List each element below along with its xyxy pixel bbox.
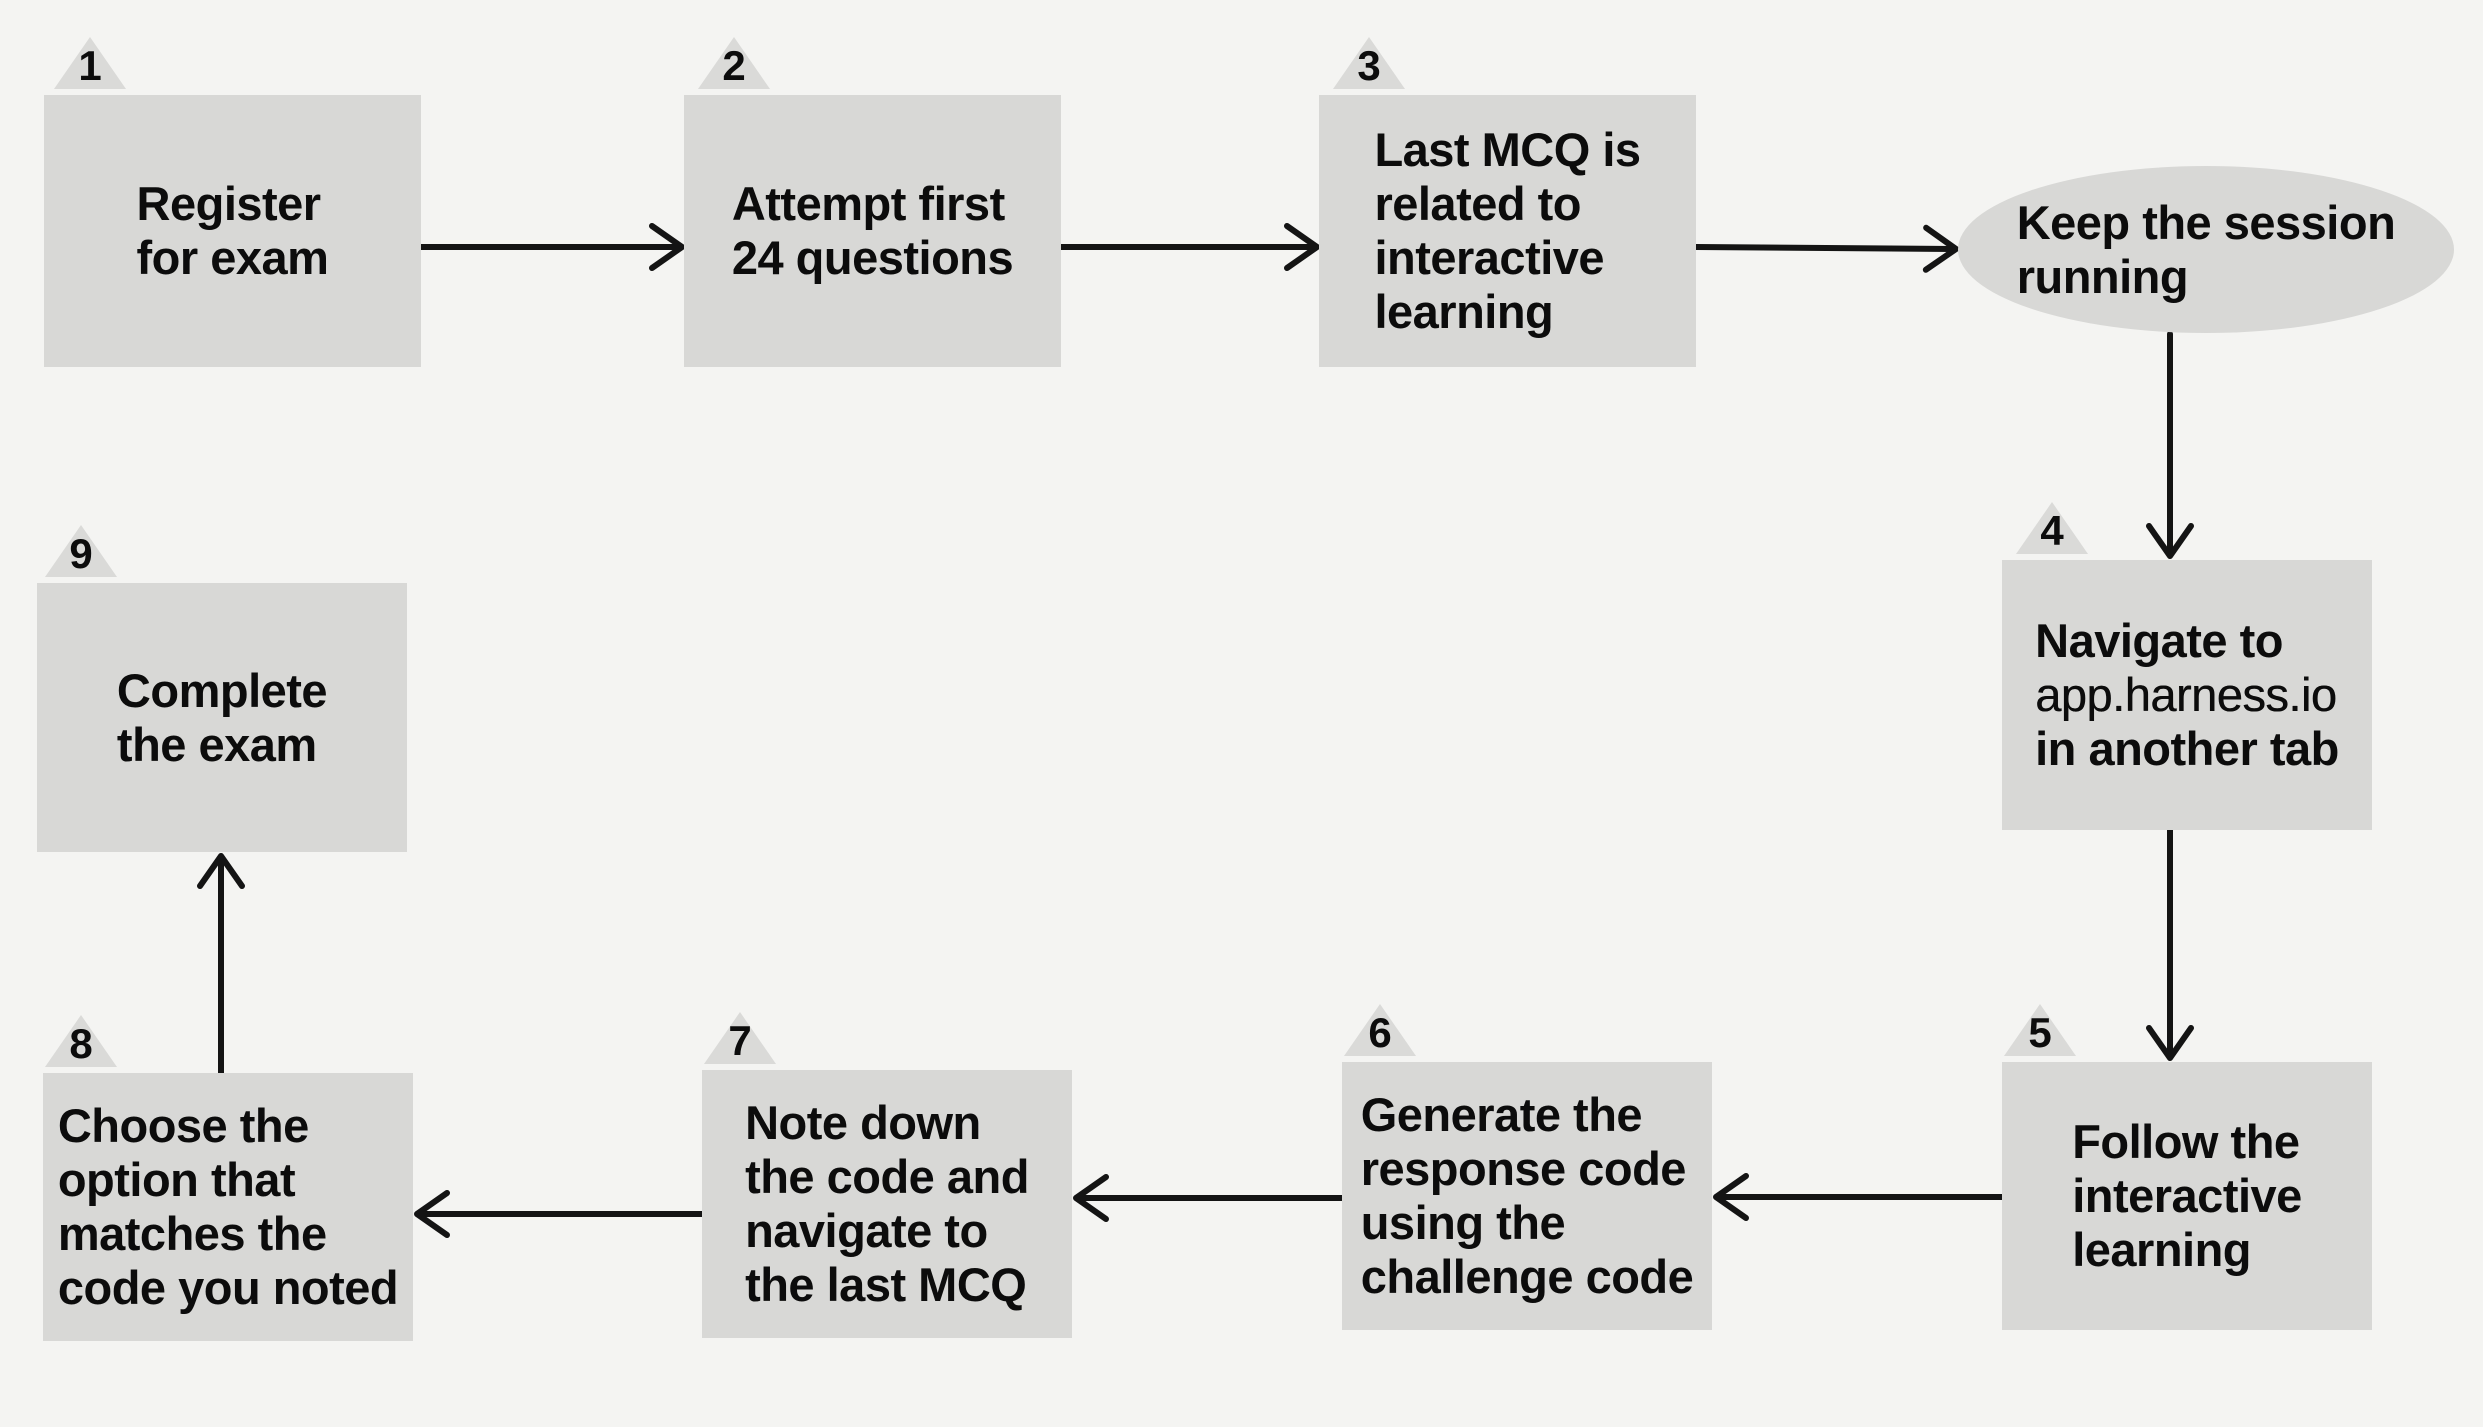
step-7-line: navigate to xyxy=(745,1204,988,1257)
step-7-line: the last MCQ xyxy=(745,1258,1027,1311)
step-1-line: for exam xyxy=(136,231,329,284)
step-4-line: app.harness.io xyxy=(2035,668,2337,721)
step-6-number-badge: 6 xyxy=(1344,1004,1416,1056)
step-2-number-badge: 2 xyxy=(698,37,770,89)
step-5-line: learning xyxy=(2072,1223,2252,1276)
keep-session-line: running xyxy=(2016,249,2189,303)
step-3-number-badge: 3 xyxy=(1333,37,1405,89)
step-5-number-badge: 5 xyxy=(2004,1004,2076,1056)
step-2-number: 2 xyxy=(722,42,746,89)
step-3-line: learning xyxy=(1374,285,1554,338)
flow-arrow xyxy=(418,223,685,271)
step-6-number: 6 xyxy=(1368,1009,1392,1056)
step-9-number-badge: 9 xyxy=(45,525,117,577)
step-9-number: 9 xyxy=(69,530,93,577)
step-1-number: 1 xyxy=(78,42,102,89)
step-9-line: Complete xyxy=(116,663,328,717)
step-8-line: matches the xyxy=(57,1207,327,1260)
step-6-line: using the xyxy=(1360,1196,1566,1249)
keep-session-line: Keep the session xyxy=(2016,195,2396,249)
step-5-line: Follow the xyxy=(2072,1115,2300,1168)
step-3-line: Last MCQ is xyxy=(1374,123,1641,176)
step-7-line: the code and xyxy=(745,1150,1029,1203)
step-9-line: the exam xyxy=(116,717,317,771)
flow-arrow xyxy=(1693,224,1959,273)
step-3-line: related to xyxy=(1374,177,1581,230)
flow-arrow xyxy=(197,853,245,1076)
flow-arrow xyxy=(414,1190,705,1238)
step-6-line: response code xyxy=(1360,1142,1687,1195)
step-6-line: Generate the xyxy=(1360,1088,1643,1141)
step-4-line: Navigate to xyxy=(2035,614,2283,667)
step-2-line: 24 questions xyxy=(731,231,1014,284)
step-3-number: 3 xyxy=(1357,42,1381,89)
step-8-line: code you noted xyxy=(57,1261,399,1314)
step-1-line: Register xyxy=(136,177,322,230)
step-8-number: 8 xyxy=(69,1020,93,1067)
step-5-number: 5 xyxy=(2028,1009,2052,1056)
step-7-line: Note down xyxy=(745,1096,981,1149)
flow-arrow xyxy=(2146,331,2194,559)
step-2-line: Attempt first xyxy=(731,177,1005,230)
flow-arrow xyxy=(1713,1173,2005,1221)
step-7-number-badge: 7 xyxy=(704,1012,776,1064)
step-7-number: 7 xyxy=(728,1017,752,1064)
step-6-line: challenge code xyxy=(1360,1250,1694,1303)
step-1-number-badge: 1 xyxy=(54,37,126,89)
step-4-number: 4 xyxy=(2040,507,2064,554)
step-8-number-badge: 8 xyxy=(45,1015,117,1067)
flow-arrow xyxy=(1073,1174,1345,1222)
step-5-line: interactive xyxy=(2072,1169,2302,1222)
step-4-line: in another tab xyxy=(2035,722,2339,775)
step-8-line: Choose the xyxy=(57,1099,309,1152)
step-3-line: interactive xyxy=(1374,231,1605,284)
step-4-number-badge: 4 xyxy=(2016,502,2088,554)
flow-arrow xyxy=(1058,223,1320,271)
flow-arrow xyxy=(2146,827,2194,1061)
step-8-line: option that xyxy=(57,1153,296,1206)
